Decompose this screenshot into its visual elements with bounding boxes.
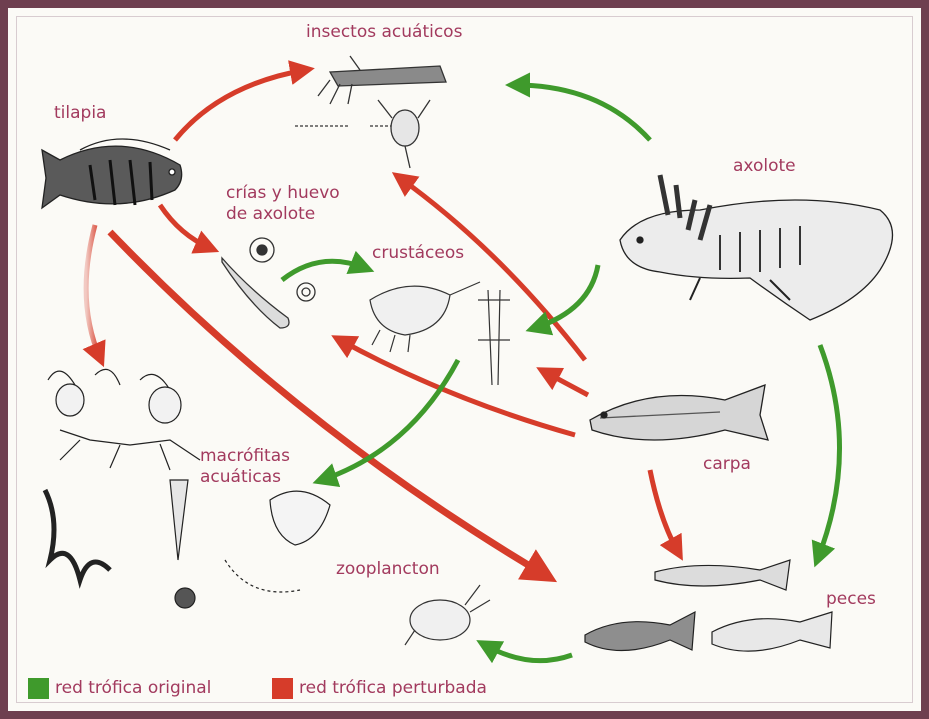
label-crias-huevo-axolote: crías y huevo de axolote (226, 183, 340, 225)
arrow-axolote-insects (515, 85, 650, 140)
macrophytes-plants-illustration (45, 369, 330, 608)
label-zooplancton: zooplancton (336, 559, 440, 580)
carp-illustration (590, 385, 768, 440)
label-axolote: axolote (733, 156, 796, 177)
small-fishes-illustration (585, 560, 832, 651)
zooplankton-illustration (405, 585, 490, 645)
label-tilapia: tilapia (54, 103, 106, 124)
label-macrofitas-acuaticas: macrófitas acuáticas (200, 446, 290, 488)
arrow-peces-zooplankton (485, 645, 572, 661)
legend-label-original: red trófica original (55, 678, 211, 698)
arrow-carpa-crustaceans (340, 340, 575, 435)
tilapia-illustration (42, 139, 182, 208)
legend-swatch-original (28, 678, 49, 699)
axolotl-egg-larva-illustration (222, 238, 315, 328)
arrow-tilapia-macrophytes (86, 225, 100, 358)
legend-item-perturbed: red trófica perturbada (272, 676, 487, 700)
arrow-crustaceans-macrophytes (322, 360, 458, 480)
aquatic-insects-illustration (295, 56, 446, 168)
label-peces: peces (826, 589, 876, 610)
arrow-axolote-crustaceans (535, 265, 598, 328)
legend-label-perturbed: red trófica perturbada (299, 678, 487, 698)
legend-swatch-perturbed (272, 678, 293, 699)
arrow-crias-crustaceans (282, 261, 365, 280)
arrow-carpa-peces (650, 470, 678, 552)
label-crustaceos: crustáceos (372, 243, 464, 264)
arrow-tilapia-crias (160, 205, 210, 248)
arrow-axolote-peces (818, 345, 840, 558)
label-insectos-acuaticos: insectos acuáticos (306, 22, 462, 43)
arrow-tilapia-insects (175, 70, 305, 140)
arrow-carpa-insects (400, 178, 585, 360)
axolotl-illustration (620, 175, 893, 320)
crustaceans-illustration (370, 282, 510, 385)
label-carpa: carpa (703, 454, 751, 475)
arrow-carpa-crias (545, 372, 588, 395)
legend-item-original: red trófica original (28, 676, 211, 700)
